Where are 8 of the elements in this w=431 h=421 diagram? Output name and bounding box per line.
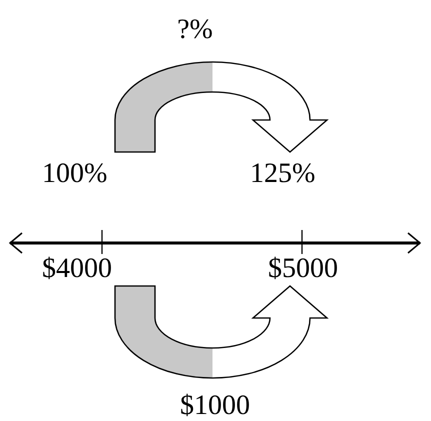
edge-label: $1000 <box>180 392 250 420</box>
curved-arrow <box>114 61 328 153</box>
value-label: $4000 <box>42 253 112 284</box>
curved-arrow <box>114 285 328 379</box>
value-label: 125% <box>250 158 316 189</box>
value-label: 100% <box>42 158 108 189</box>
edge-label: ?% <box>177 16 213 44</box>
value-label: $5000 <box>268 253 338 284</box>
